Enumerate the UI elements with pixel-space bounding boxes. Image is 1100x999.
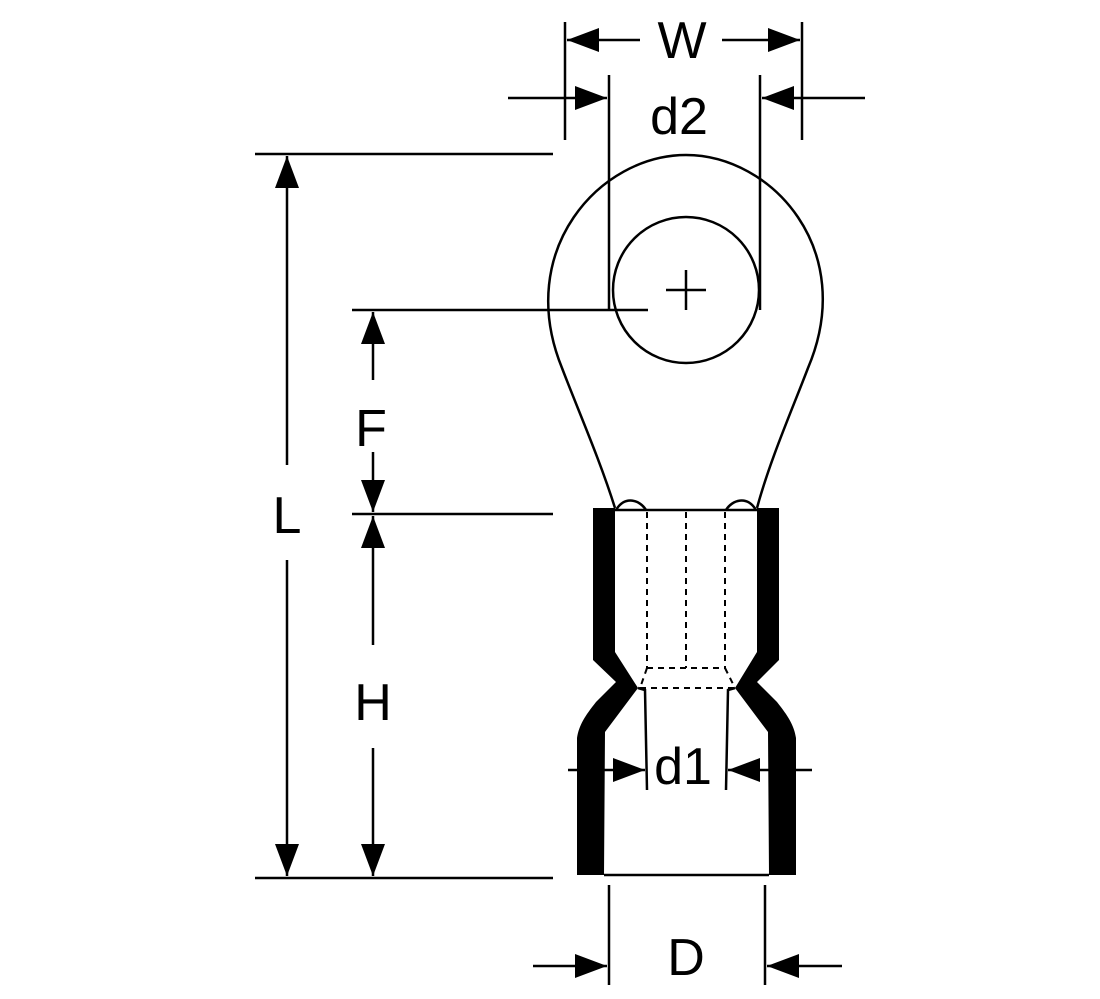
ring-terminal (547, 153, 825, 511)
ring-tongue-outline (547, 153, 825, 509)
label-d: D (667, 929, 705, 987)
dimension-labels: W d2 L F H d1 D (273, 12, 712, 987)
neck-fillet-right (724, 499, 758, 511)
label-l: L (273, 487, 302, 545)
sleeve-wall-left (577, 508, 638, 875)
neck-fillet-left (614, 499, 648, 511)
label-f: F (355, 400, 387, 458)
dimension-lines (255, 22, 865, 985)
label-d2: d2 (650, 88, 708, 146)
sleeve-wall-right (735, 508, 796, 875)
hidden-line-right-diag (724, 667, 736, 689)
label-d1: d1 (654, 738, 712, 796)
label-h: H (354, 674, 392, 732)
insulation-sleeve (577, 508, 796, 875)
hidden-line-left-diag (639, 667, 648, 689)
barrel-inner-left (637, 686, 649, 791)
barrel-inner-right (724, 686, 736, 791)
label-w: W (657, 12, 706, 70)
hidden-barrel-lines (639, 512, 736, 689)
